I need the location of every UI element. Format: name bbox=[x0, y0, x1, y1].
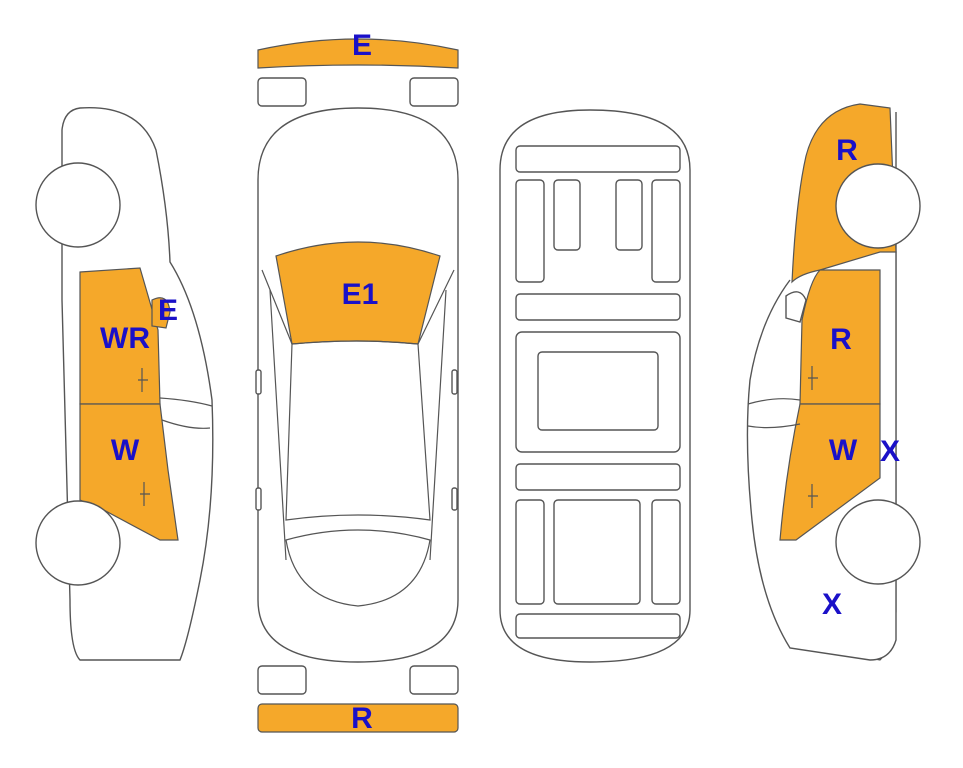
label-left-rear-door: W bbox=[111, 434, 140, 467]
label-hood: E1 bbox=[342, 278, 379, 311]
label-right-rear-panel: X bbox=[880, 435, 900, 468]
label-rear-bumper: R bbox=[351, 702, 373, 735]
rear-left-light bbox=[257, 665, 307, 695]
underside-view bbox=[499, 109, 691, 663]
label-right-front-door: R bbox=[830, 323, 852, 356]
label-right-front-fender: R bbox=[836, 134, 858, 167]
label-left-front-door: WR bbox=[100, 322, 150, 355]
left-rear-wheel bbox=[35, 500, 121, 586]
top-body-outline bbox=[257, 107, 459, 663]
left-front-door-panel[interactable] bbox=[79, 267, 161, 405]
left-front-wheel bbox=[35, 162, 121, 248]
front-bumper-panel[interactable] bbox=[257, 38, 459, 69]
front-left-light bbox=[257, 77, 307, 107]
rear-right-light bbox=[409, 665, 459, 695]
top-view: E E1 R bbox=[255, 29, 459, 735]
right-side-view: R R W X X bbox=[746, 103, 921, 661]
label-front-bumper: E bbox=[352, 29, 372, 62]
label-right-rear-quarter: X bbox=[822, 588, 842, 621]
right-rear-wheel bbox=[835, 499, 921, 585]
left-side-view: WR E W bbox=[35, 106, 214, 661]
front-right-light bbox=[409, 77, 459, 107]
label-right-rear-door: W bbox=[829, 434, 858, 467]
left-mirror[interactable] bbox=[151, 297, 171, 329]
label-left-mirror: E bbox=[158, 294, 178, 327]
rear-bumper-panel[interactable] bbox=[257, 703, 459, 733]
right-rear-door-panel[interactable] bbox=[779, 403, 881, 541]
right-front-wheel bbox=[835, 163, 921, 249]
